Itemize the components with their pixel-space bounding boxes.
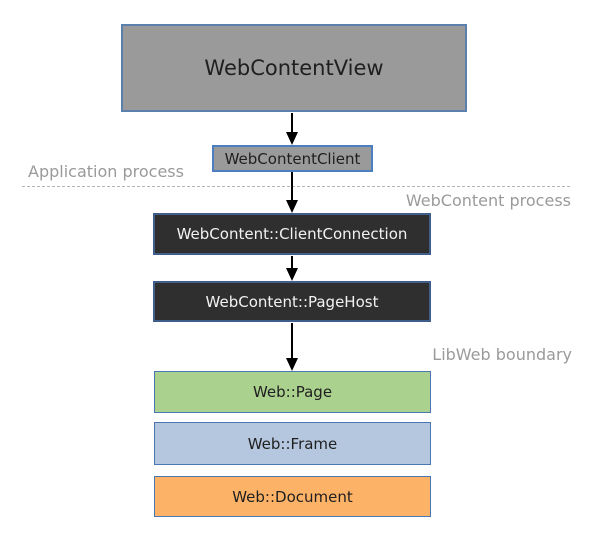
arrow-shaft [291,323,293,358]
arrowhead-down-icon [286,358,298,371]
node-webcontentview: WebContentView [121,24,467,112]
arrow-client-to-connection [286,172,298,213]
arrow-pagehost-to-webpage [286,323,298,371]
label-webcontent-process: WebContent process [405,191,571,210]
arrow-shaft [291,172,293,200]
node-webcontentclient-label: WebContentClient [224,149,361,168]
arrow-shaft [291,256,293,268]
node-clientconnection-label: WebContent::ClientConnection [176,225,408,243]
node-pagehost-label: WebContent::PageHost [205,292,379,311]
arrowhead-down-icon [286,200,298,213]
node-webpage-label: Web::Page [252,383,333,401]
arrow-connection-to-pagehost [286,256,298,281]
arrowhead-down-icon [286,268,298,281]
arrowhead-down-icon [286,132,298,145]
node-webframe-label: Web::Frame [247,434,338,453]
node-webcontentview-label: WebContentView [204,56,384,80]
node-webpage: Web::Page [154,371,431,413]
node-clientconnection: WebContent::ClientConnection [153,213,431,255]
label-application-process: Application process [28,162,184,181]
label-libweb-boundary: LibWeb boundary [432,345,572,364]
node-webframe: Web::Frame [154,422,431,465]
node-webdocument: Web::Document [154,476,431,517]
arrow-shaft [291,113,293,132]
arrow-view-to-client [286,113,298,145]
node-webcontentclient: WebContentClient [212,145,373,172]
node-pagehost: WebContent::PageHost [153,281,431,322]
node-webdocument-label: Web::Document [232,487,353,506]
process-boundary-separator [22,186,570,187]
